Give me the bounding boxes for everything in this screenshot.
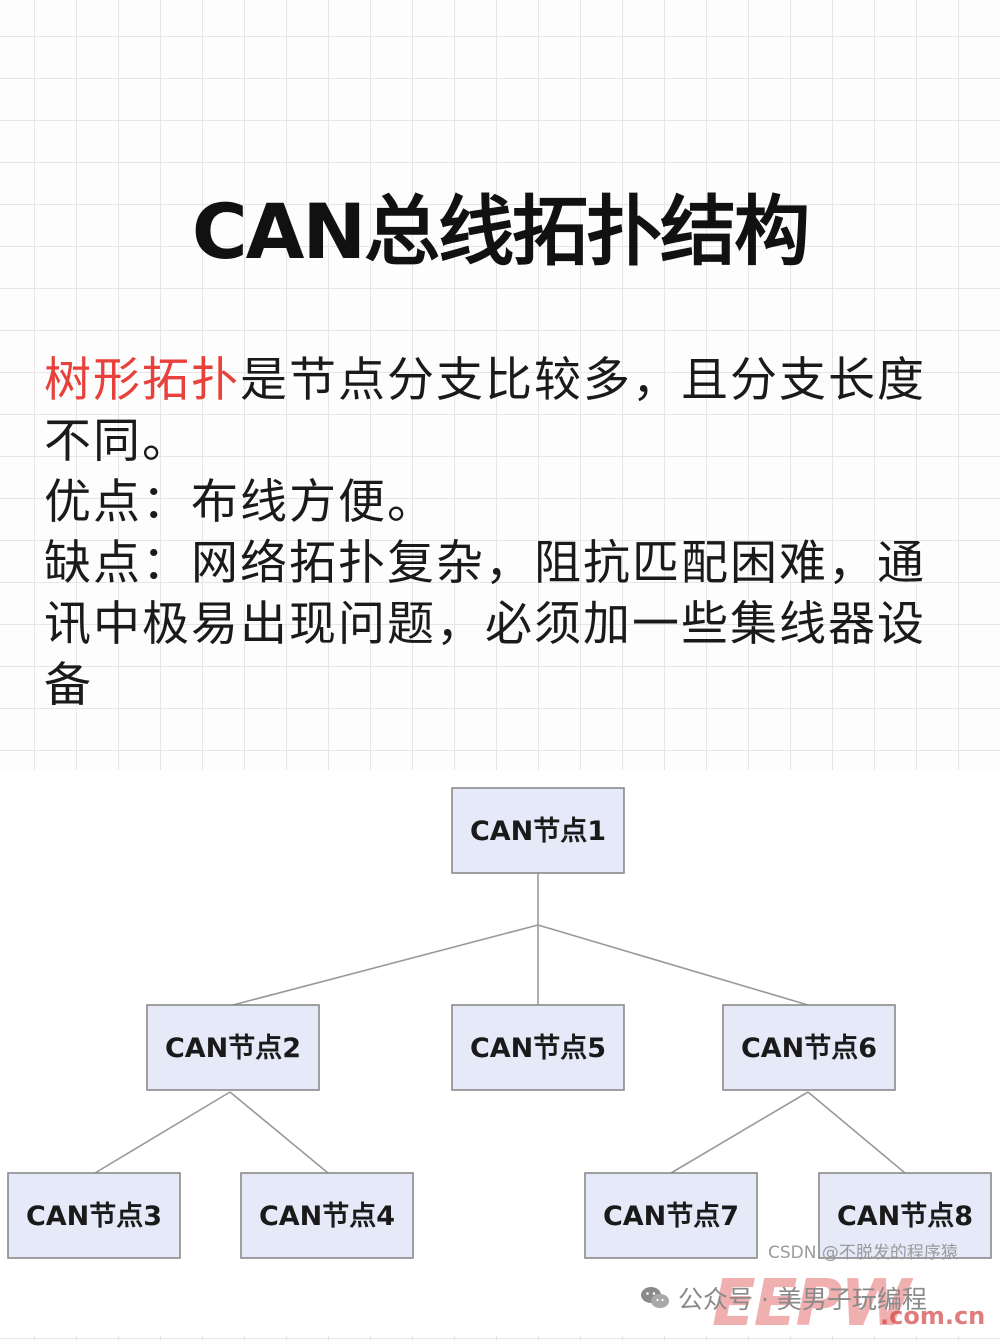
node-label: CAN节点4: [259, 1201, 395, 1232]
connector-2-to-3: [94, 1091, 231, 1174]
node-2: CAN节点2: [146, 1004, 320, 1091]
node-7: CAN节点7: [584, 1172, 758, 1259]
connector-lines: [94, 873, 906, 1174]
page-title: CAN总线拓扑结构: [191, 187, 810, 276]
node-box: [7, 1172, 181, 1259]
csdn-watermark: CSDN @不脱发的程序猿: [768, 1243, 958, 1263]
node-1: CAN节点1: [451, 787, 625, 874]
eepw-domain: .com.cn: [880, 1302, 986, 1330]
node-box: [722, 1004, 896, 1091]
node-label: CAN节点6: [741, 1033, 877, 1064]
tree-diagram: CAN节点1 CAN节点2 CAN节点5 CAN节点6 CAN节点3 CAN节点…: [7, 787, 992, 1259]
node-box: [584, 1172, 758, 1259]
node-box: [240, 1172, 414, 1259]
eepw-logo: EEPW: [712, 1267, 911, 1341]
node-label: CAN节点1: [470, 816, 606, 847]
wechat-watermark-text: 公众号 · 美男子玩编程: [678, 1285, 927, 1314]
node-label: CAN节点2: [165, 1033, 301, 1064]
description-text-1: 是节点分支比较多，且分支长度不同。: [44, 353, 926, 469]
node-box: [818, 1172, 992, 1259]
node-6: CAN节点6: [722, 1004, 896, 1091]
connector-1-to-2: [232, 924, 539, 1006]
wechat-watermark: 公众号 · 美男子玩编程: [640, 1280, 927, 1316]
highlight-term: 树形拓扑: [44, 353, 240, 408]
description: 树形拓扑是节点分支比较多，且分支长度不同。 优点：布线方便。 缺点：网络拓扑复杂…: [44, 350, 974, 716]
node-label: CAN节点7: [603, 1201, 739, 1232]
topology-diagram: CAN节点1 CAN节点2 CAN节点5 CAN节点6 CAN节点3 CAN节点…: [0, 770, 1000, 1336]
node-label: CAN节点5: [470, 1033, 606, 1064]
node-3: CAN节点3: [7, 1172, 181, 1259]
node-5: CAN节点5: [451, 1004, 625, 1091]
description-line-3: 缺点：网络拓扑复杂，阻抗匹配困难，通讯中极易出现问题，必须加一些集线器设备: [44, 536, 926, 713]
node-box: [451, 787, 625, 874]
description-line-2: 优点：布线方便。: [44, 475, 436, 530]
description-line-1: 树形拓扑是节点分支比较多，且分支长度不同。: [44, 350, 974, 472]
connector-6-to-7: [670, 1091, 809, 1174]
wechat-icon: [640, 1285, 670, 1311]
connector-2-to-4: [229, 1091, 329, 1174]
connector-1-to-6: [537, 924, 809, 1006]
node-box: [451, 1004, 625, 1091]
node-box: [146, 1004, 320, 1091]
node-4: CAN节点4: [240, 1172, 414, 1259]
node-8: CAN节点8: [818, 1172, 992, 1259]
node-label: CAN节点3: [26, 1201, 162, 1232]
node-label: CAN节点8: [837, 1201, 973, 1232]
connector-6-to-8: [807, 1091, 906, 1174]
